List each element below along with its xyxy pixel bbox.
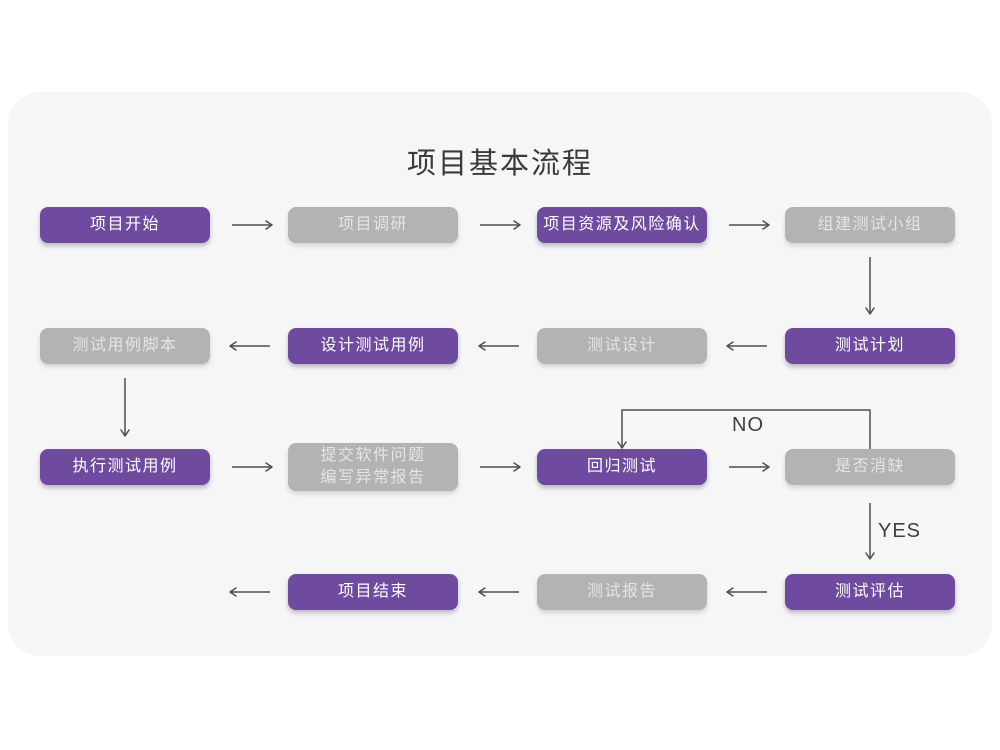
flow-node-label: 测试设计 <box>586 337 657 354</box>
flow-node-project-end: 项目结束 <box>288 574 458 610</box>
flowchart-title: 项目基本流程 <box>406 148 593 180</box>
flow-node-label: 项目调研 <box>337 216 408 233</box>
flow-node-project-start: 项目开始 <box>40 207 210 243</box>
flow-node-build-test-team: 组建测试小组 <box>785 207 955 243</box>
flow-node-label: 执行测试用例 <box>72 458 178 475</box>
flow-node-label: 项目开始 <box>89 216 160 233</box>
flow-node-design-test-cases: 设计测试用例 <box>288 328 458 364</box>
flow-node-test-report: 测试报告 <box>537 574 707 610</box>
flow-node-label: 设计测试用例 <box>320 337 426 354</box>
flow-node-label: 项目结束 <box>337 583 408 600</box>
flowchart-card <box>8 92 992 656</box>
flow-node-defect-cleared: 是否消缺 <box>785 449 955 485</box>
flow-node-label: 是否消缺 <box>834 458 905 475</box>
flow-node-label: 提交软件问题 编写异常报告 <box>320 447 426 486</box>
flow-node-label: 回归测试 <box>586 458 657 475</box>
flow-node-test-plan: 测试计划 <box>785 328 955 364</box>
flow-node-label: 测试评估 <box>834 583 905 600</box>
edge-label-no: NO <box>732 414 764 436</box>
flow-node-regression-test: 回归测试 <box>537 449 707 485</box>
flow-node-test-design: 测试设计 <box>537 328 707 364</box>
flow-node-label: 测试用例脚本 <box>72 337 178 354</box>
flow-node-label: 测试报告 <box>586 583 657 600</box>
flow-node-project-resources-risk: 项目资源及风险确认 <box>537 207 707 243</box>
flow-node-project-research: 项目调研 <box>288 207 458 243</box>
flow-node-label: 测试计划 <box>834 337 905 354</box>
flow-node-label: 组建测试小组 <box>817 216 923 233</box>
flow-node-label: 项目资源及风险确认 <box>543 216 701 233</box>
edge-label-yes: YES <box>878 520 922 542</box>
flow-node-test-evaluation: 测试评估 <box>785 574 955 610</box>
flow-node-test-case-scripts: 测试用例脚本 <box>40 328 210 364</box>
flow-node-execute-test-cases: 执行测试用例 <box>40 449 210 485</box>
flow-node-submit-issues-report: 提交软件问题 编写异常报告 <box>288 443 458 491</box>
